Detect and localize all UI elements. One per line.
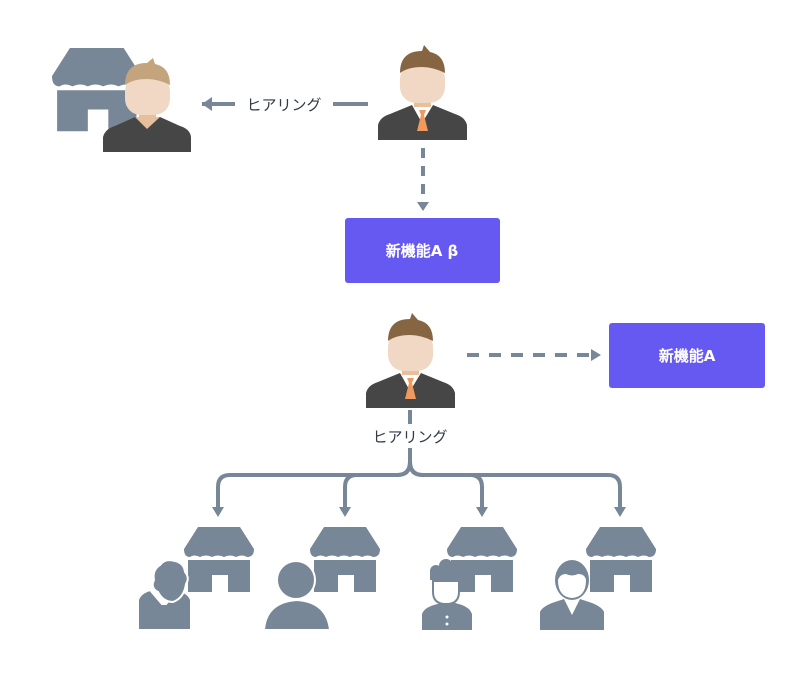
- dashed-arrow-down: [417, 148, 429, 211]
- customer-bob-hair-icon: [540, 560, 604, 630]
- hearing-label-bottom: ヒアリング: [372, 428, 447, 446]
- customer-curly-hair-icon: [137, 559, 192, 631]
- hearing-arrow-top: ヒアリング: [202, 96, 368, 114]
- customer-round-icon: [262, 560, 332, 631]
- pm-top-icon: [378, 45, 467, 140]
- beta-feature-box[interactable]: 新機能A β: [345, 218, 500, 283]
- tree-arrowheads: [212, 507, 626, 517]
- store-icon-1: [184, 527, 254, 592]
- hearing-label-top: ヒアリング: [246, 96, 321, 114]
- release-feature-label: 新機能A: [659, 347, 716, 365]
- beta-feature-label: 新機能A β: [386, 242, 459, 260]
- store-icon-4: [586, 527, 656, 592]
- store-with-customer-icon: [52, 48, 191, 152]
- store-icon-2: [310, 527, 380, 592]
- pm-middle-icon: [366, 313, 455, 408]
- release-feature-box[interactable]: 新機能A: [609, 323, 765, 388]
- customer-chef-icon: [422, 559, 472, 630]
- dashed-arrow-right: [467, 349, 601, 361]
